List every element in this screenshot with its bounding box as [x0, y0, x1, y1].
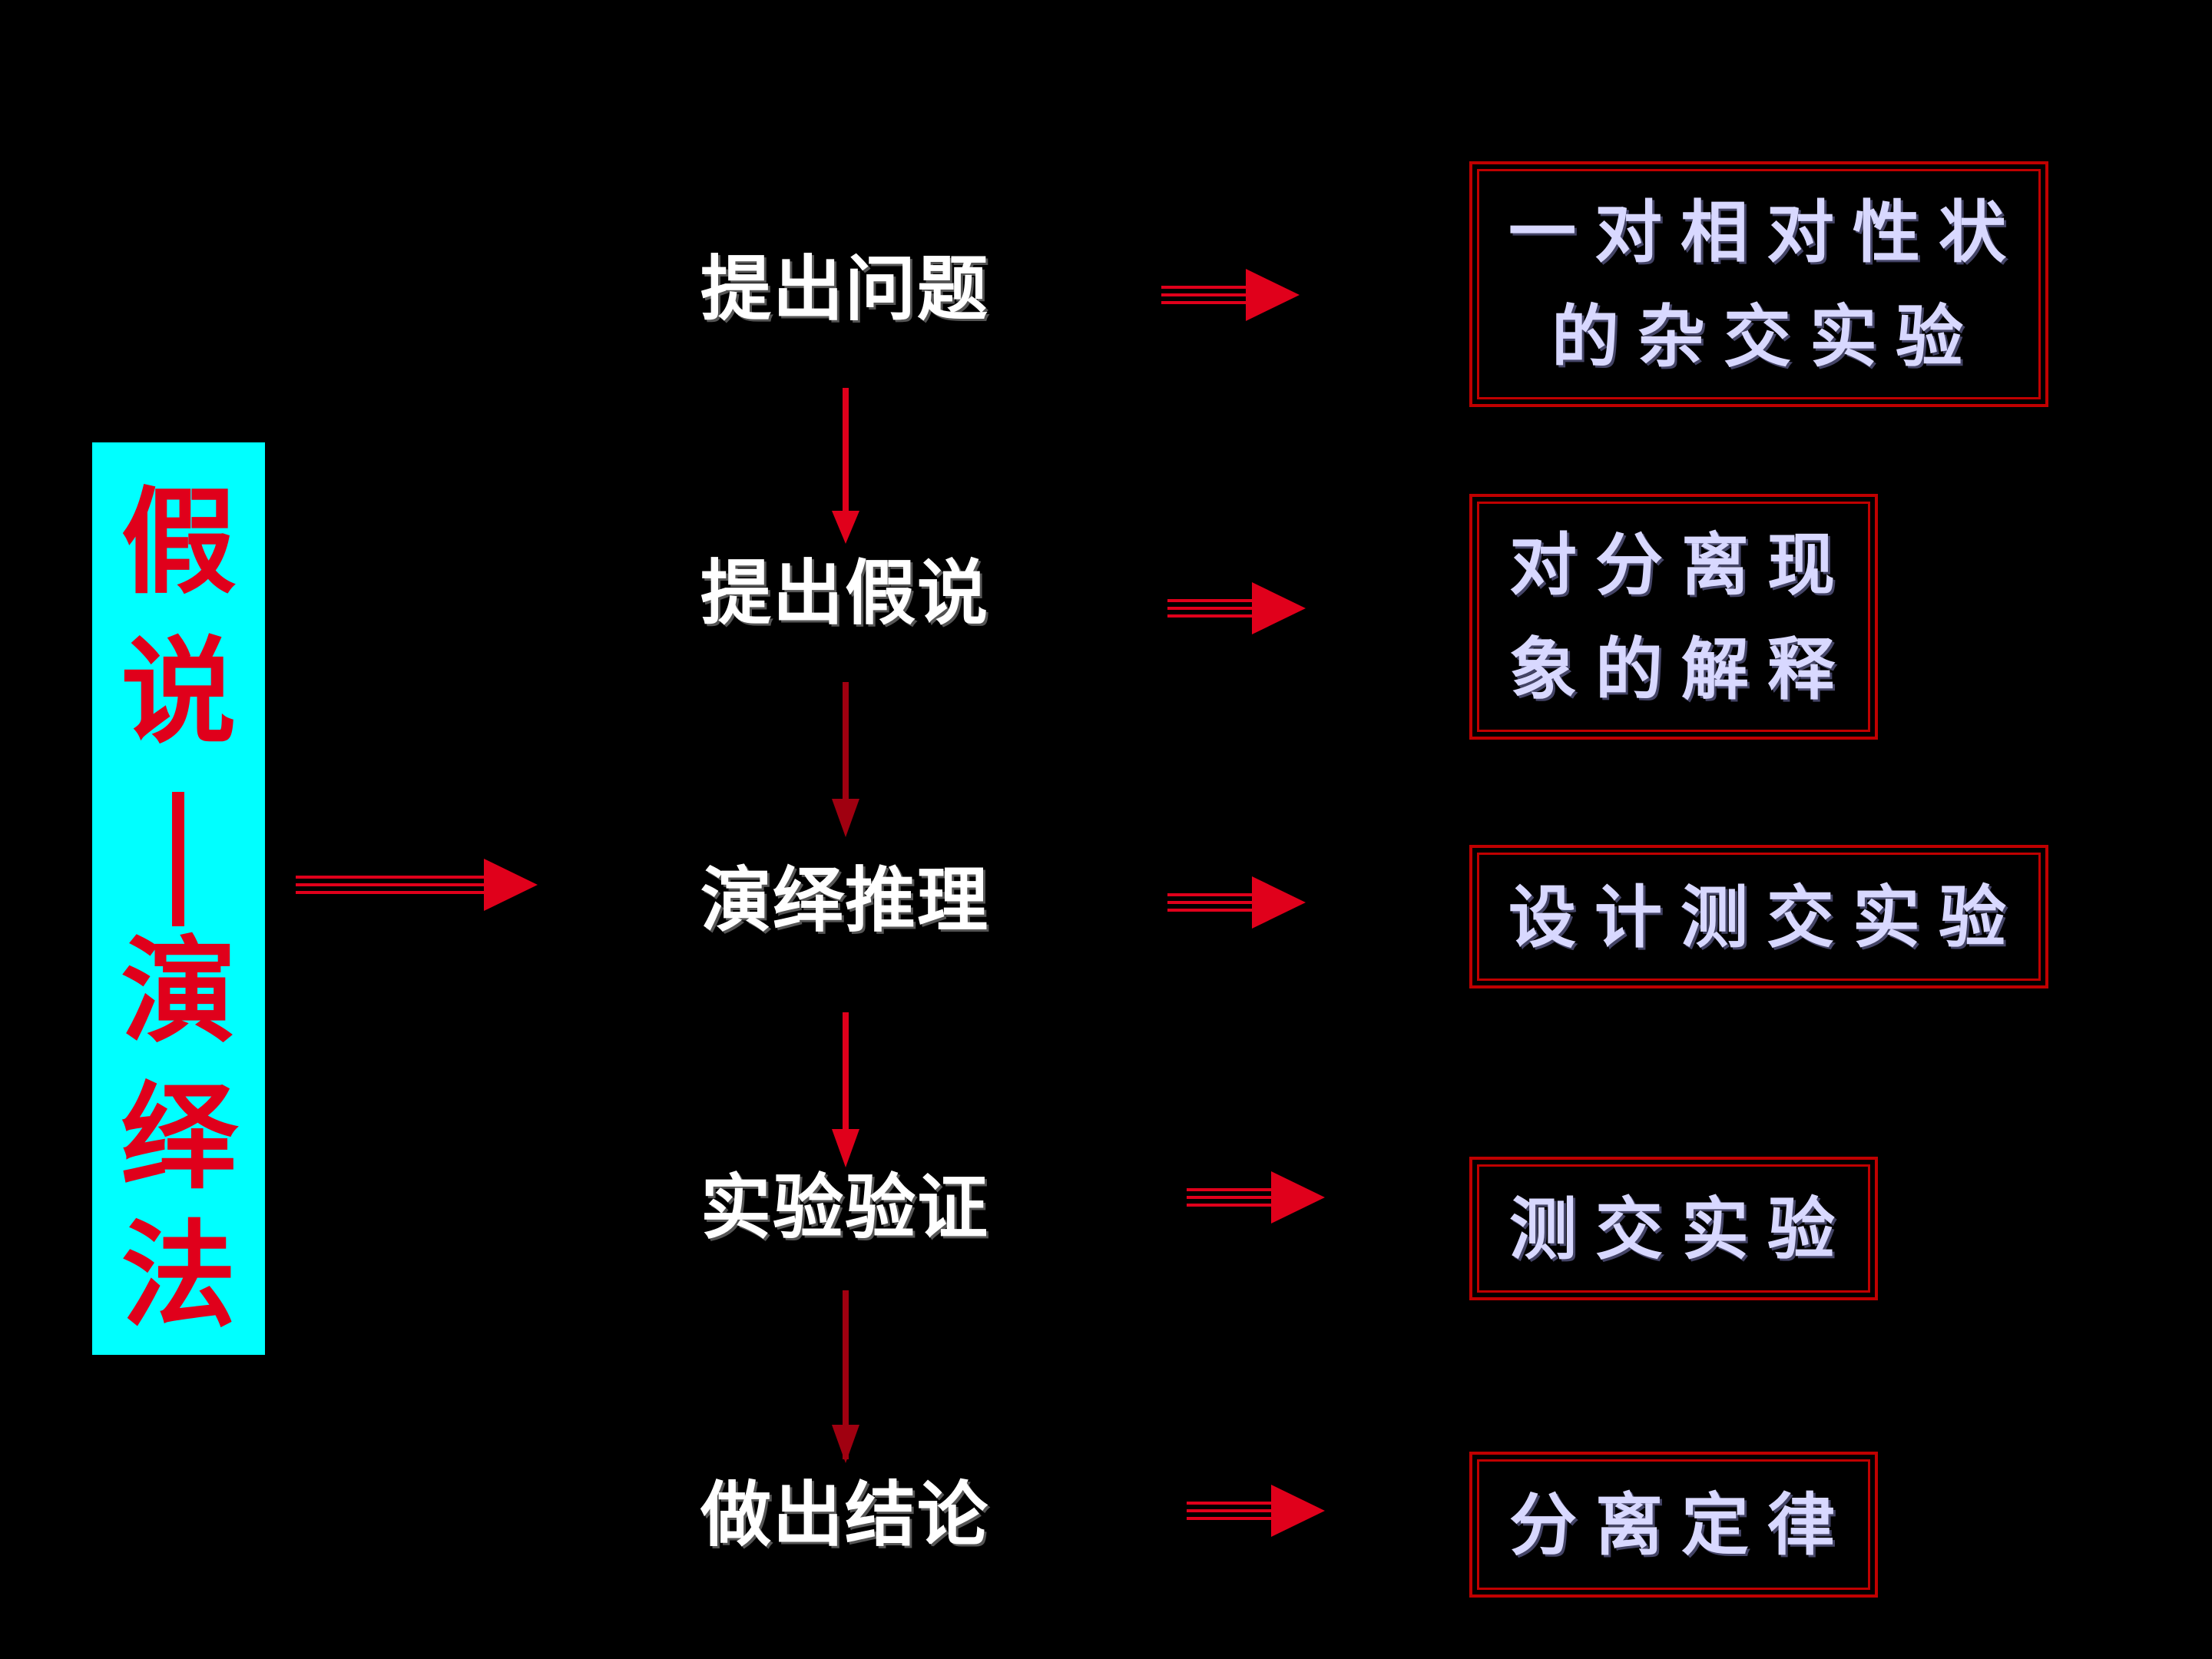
method-char: 说 [121, 624, 237, 760]
method-char: 绎 [121, 1070, 237, 1205]
step-to-result-arrow-4 [1187, 1171, 1325, 1224]
step-experimental-verification: 实验验证 [700, 1167, 989, 1249]
method-char: 演 [121, 924, 237, 1059]
result-box-segregation-law: 分离定律 [1469, 1452, 1878, 1598]
step-to-result-arrow-5 [1187, 1485, 1325, 1537]
result-text: 一对相对性状 的杂交实验 [1508, 192, 2025, 376]
step-draw-conclusion: 做出结论 [700, 1474, 989, 1556]
step-down-arrow-2 [832, 682, 859, 837]
step-down-arrow-1 [832, 388, 859, 544]
step-to-result-arrow-2 [1167, 582, 1306, 634]
method-char: 假 [121, 475, 237, 610]
result-text: 分离定律 [1508, 1485, 1853, 1565]
result-box-explanation: 对分离现 象的解释 [1469, 494, 1878, 740]
method-char: 法 [121, 1208, 237, 1343]
method-dash [172, 792, 184, 926]
method-panel: 假 说 演 绎 法 [92, 442, 265, 1355]
result-text: 设计测交实验 [1508, 876, 2025, 957]
step-down-arrow-3 [832, 1012, 859, 1167]
step-down-arrow-4 [832, 1290, 859, 1463]
step-deductive-reasoning: 演绎推理 [700, 859, 989, 942]
step-propose-question: 提出问题 [700, 248, 989, 330]
result-text: 测交实验 [1508, 1188, 1853, 1269]
step-to-result-arrow-1 [1161, 269, 1300, 321]
step-propose-hypothesis: 提出假说 [700, 552, 989, 634]
step-to-result-arrow-3 [1167, 876, 1306, 929]
result-box-design-testcross: 设计测交实验 [1469, 845, 2048, 988]
result-text: 对分离现 象的解释 [1508, 525, 1853, 709]
result-box-cross-experiment: 一对相对性状 的杂交实验 [1469, 161, 2048, 407]
result-box-testcross: 测交实验 [1469, 1157, 1878, 1300]
method-to-steps-arrow [296, 859, 538, 911]
